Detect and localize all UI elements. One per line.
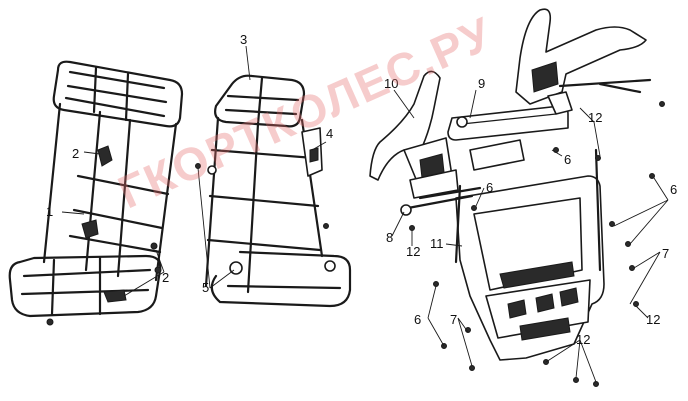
callout-12-right: 12 [646, 312, 660, 327]
callout-8: 8 [386, 230, 393, 245]
upper-cross-tube [447, 105, 569, 171]
front-rack [195, 74, 352, 308]
callout-12-upper-right: 12 [588, 110, 602, 125]
callout-7-right: 7 [662, 246, 669, 261]
callout-12-mid: 12 [406, 244, 420, 259]
callout-7-left: 7 [450, 312, 457, 327]
callout-4: 4 [326, 126, 333, 141]
callout-6-center: 6 [564, 152, 571, 167]
callout-1: 1 [46, 204, 53, 219]
front-right-bracket [515, 8, 665, 115]
callout-6-left: 6 [414, 312, 421, 327]
callout-11: 11 [430, 236, 444, 251]
callout-12-bottom: 12 [576, 332, 590, 347]
callout-9: 9 [478, 76, 485, 91]
callout-2-upper: 2 [72, 146, 79, 161]
callout-6-right: 6 [670, 182, 677, 197]
callout-2-lower: 2 [162, 270, 169, 285]
callout-6-mid: 6 [486, 180, 493, 195]
main-frame [400, 148, 605, 361]
callout-5: 5 [202, 280, 209, 295]
rear-rack [8, 60, 184, 326]
callouts: 1 2 2 3 4 5 6 6 6 6 7 7 8 9 10 11 12 12 … [46, 32, 677, 347]
callout-3: 3 [240, 32, 247, 47]
front-left-bracket [369, 70, 459, 199]
leader-lines [61, 45, 669, 383]
callout-10: 10 [384, 76, 398, 91]
